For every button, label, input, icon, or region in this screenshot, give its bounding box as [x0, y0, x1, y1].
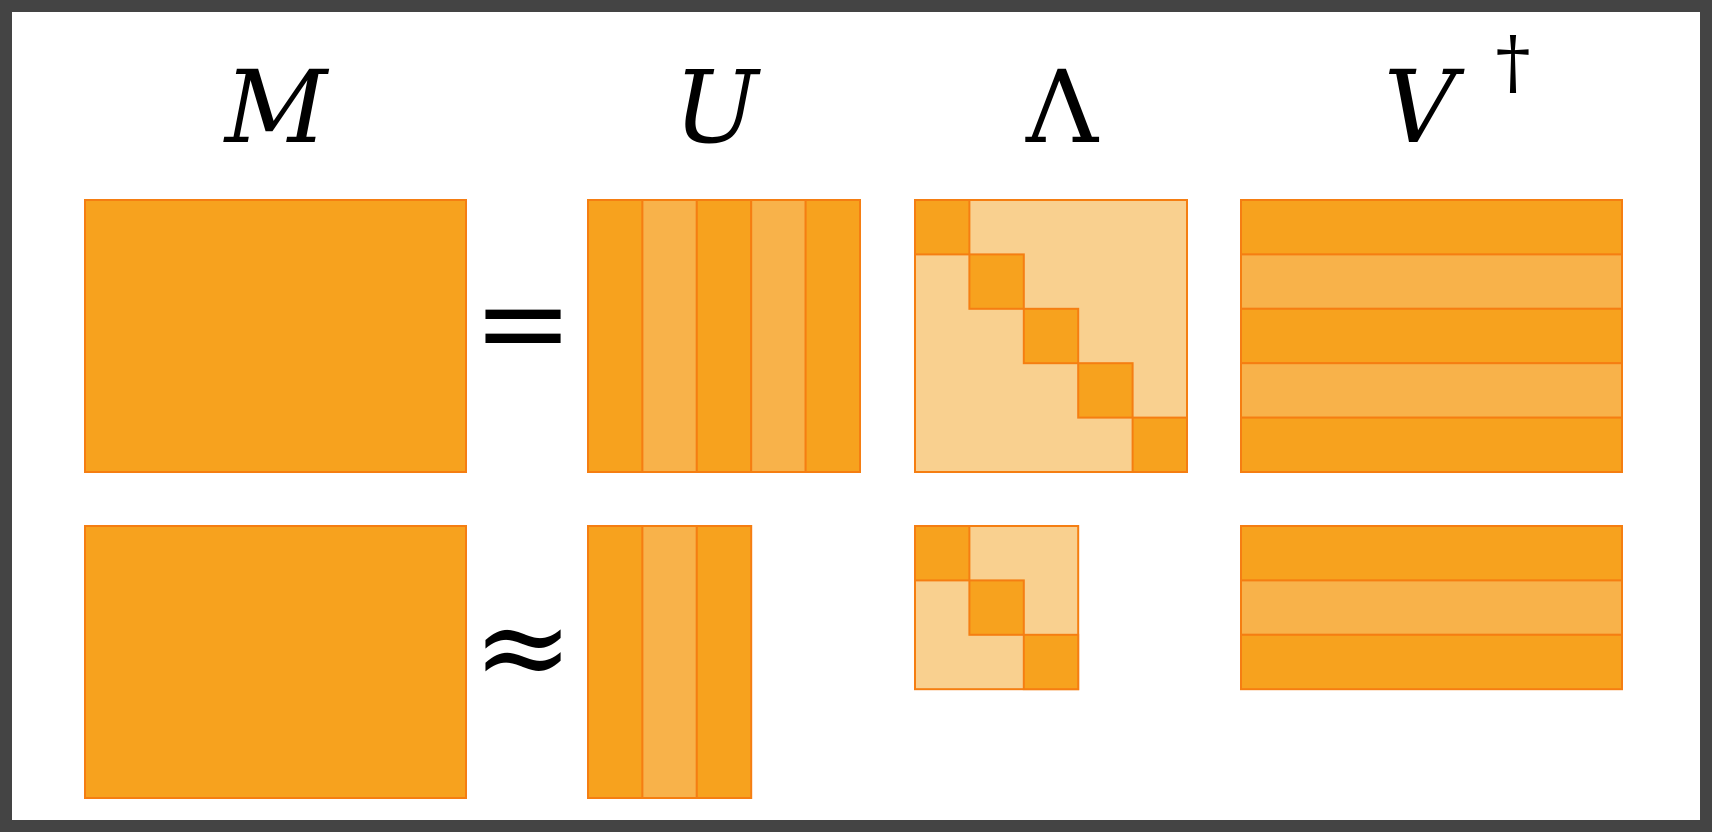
u-column	[804, 199, 861, 473]
u-column	[587, 525, 644, 799]
u-column	[641, 525, 698, 799]
matrix-vt-truncated	[1240, 525, 1623, 691]
matrix-m-full	[84, 199, 467, 473]
approx-sign: ≈	[473, 578, 574, 717]
vt-row	[1240, 362, 1623, 419]
label-lambda: Λ	[1025, 49, 1100, 166]
equals-sign: =	[473, 254, 574, 393]
u-column	[587, 199, 644, 473]
vt-row	[1240, 525, 1623, 582]
label-v: V	[1384, 49, 1465, 166]
matrix-u-full	[587, 199, 861, 473]
label-dagger: †	[1496, 21, 1531, 103]
u-column	[695, 525, 753, 799]
label-u: U	[674, 49, 762, 166]
u-column	[695, 199, 753, 473]
lambda-diagonal-cell	[968, 253, 1025, 310]
matrix-m-truncated	[84, 525, 467, 799]
vt-row	[1240, 416, 1623, 474]
vt-row	[1240, 307, 1623, 365]
matrix-vt-full	[1240, 199, 1623, 474]
vt-row	[1240, 253, 1623, 310]
vt-row	[1240, 199, 1623, 256]
u-column	[750, 199, 807, 473]
label-m: M	[223, 49, 330, 166]
lambda-diagonal-cell	[968, 579, 1025, 636]
lambda-diagonal-cell	[1022, 307, 1080, 365]
matrix-lambda-truncated	[914, 525, 1080, 691]
lambda-diagonal-cell	[1131, 416, 1188, 474]
u-column	[641, 199, 698, 473]
matrix-lambda-full	[914, 199, 1188, 474]
lambda-diagonal-cell	[1022, 633, 1080, 691]
lambda-diagonal-cell	[914, 199, 971, 256]
lambda-diagonal-cell	[1077, 362, 1134, 419]
lambda-diagonal-cell	[914, 525, 971, 582]
vt-row	[1240, 579, 1623, 636]
vt-row	[1240, 633, 1623, 691]
matrix-u-truncated	[587, 525, 753, 799]
